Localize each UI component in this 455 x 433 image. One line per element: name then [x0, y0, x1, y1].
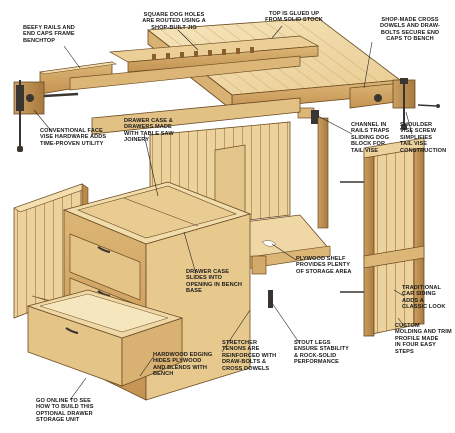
leader-lines: [33, 25, 413, 401]
callout-plywood-shelf: PLYWOOD SHELF PROVIDES PLENTY OF STORAGE…: [296, 256, 352, 275]
callout-stout-legs: STOUT LEGS ENSURE STABILITY & ROCK-SOLID…: [294, 340, 349, 366]
callout-shop-dowels: SHOP-MADE CROSS DOWELS AND DRAW- BOLTS S…: [379, 17, 440, 43]
callout-dog-holes: SQUARE DOG HOLES ARE ROUTED USING A SHOP…: [142, 12, 206, 31]
sliding-dog-block: [297, 107, 319, 124]
callout-stretcher: STRETCHER TENONS ARE REINFORCED WITH DRA…: [222, 340, 277, 372]
callout-face-vise: CONVENTIONAL FACE VISE HARDWARE ADDS TIM…: [40, 128, 107, 147]
callout-channel-rails: CHANNEL IN RAILS TRAPS SLIDING DOG BLOCK…: [351, 122, 390, 154]
right-end-cap: [349, 78, 440, 130]
callout-car-siding: TRADITIONAL CAR SIDING ADDS A CLASSIC LO…: [402, 285, 446, 311]
callout-beefy-rails: BEEFY RAILS AND END CAPS FRAME BENCHTOP: [23, 25, 75, 44]
dog-hole-rail: [108, 35, 320, 73]
open-drawer: [26, 289, 184, 387]
callout-shoulder-vise: SHOULDER VISE SCREW SIMPLIFIES TAIL VISE…: [400, 122, 447, 154]
callout-case-slides: DRAWER CASE SLIDES INTO OPENING IN BENCH…: [186, 269, 242, 295]
face-vise: [13, 80, 79, 152]
callout-hardwood-edging: HARDWOOD EDGING HIDES PLYWOOD AND BLENDS…: [153, 352, 213, 378]
callout-go-online: GO ONLINE TO SEE HOW TO BUILD THIS OPTIO…: [36, 398, 94, 424]
right-end-frame: [340, 137, 425, 337]
callout-top-glued: TOP IS GLUED UP FROM SOLID STOCK: [265, 11, 323, 24]
callout-drawer-case: DRAWER CASE & DRAWERS MADE WITH TABLE SA…: [124, 118, 174, 144]
left-end-cap: [39, 55, 301, 95]
callout-custom-molding: CUSTOM MOLDING AND TRIM PROFILE MADE IN …: [395, 323, 452, 355]
